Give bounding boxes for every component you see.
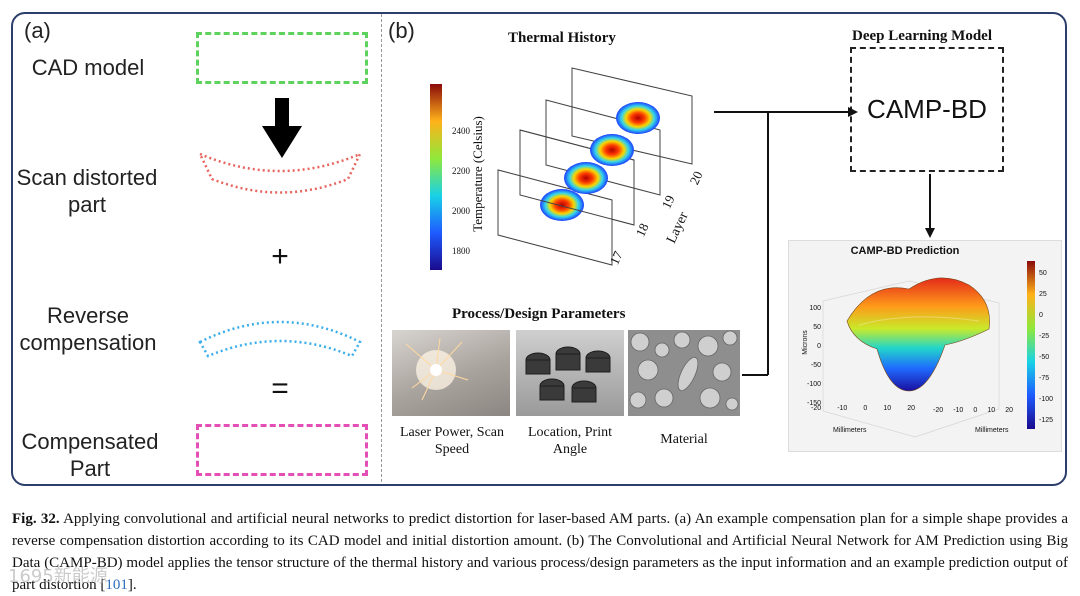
prediction-plot: CAMP-BD Prediction [788,240,1062,452]
colorbar-tick: 50 [1039,270,1047,277]
colorbar-tick: -75 [1039,375,1050,382]
z-tick: -150 [807,400,822,407]
figure-caption: Fig. 32. Applying convolutional and arti… [12,508,1068,596]
z-tick: 0 [817,343,821,350]
z-tick: -100 [807,381,822,388]
y-tick: 10 [987,407,996,414]
colorbar-tick: -25 [1039,333,1050,340]
colorbar-tick: 2400 [452,126,470,136]
colorbar-tick: 25 [1039,291,1047,298]
deep-learning-title: Deep Learning Model [852,28,992,44]
process-params-title: Process/Design Parameters [452,306,626,322]
y-tick: -20 [933,407,944,414]
prediction-colorbar-ticks: 50 25 0 -25 -50 -75 -100 -125 [1039,263,1053,431]
laser-photo [392,330,510,416]
laser-caption: Laser Power, Scan Speed [399,425,504,457]
colorbar-tick: 2000 [452,206,470,216]
temperature-colorbar [430,84,442,270]
colorbar-tick: 1800 [452,246,470,256]
z-tick: -50 [810,362,821,369]
panel-a-label: (a) [24,18,51,43]
camp-bd-model-box: CAMP-BD [850,47,1004,172]
x-tick: -10 [837,405,848,412]
colorbar-ticks: 2400 2200 2000 1800 [452,111,482,271]
x-tick: -20 [811,405,822,412]
compensated-part-shape [196,424,368,476]
colorbar-tick: -50 [1039,354,1050,361]
panel-divider [381,14,382,482]
x-axis-label: Millimeters [833,427,867,434]
colorbar-tick: 0 [1039,312,1043,319]
x-ticks: -20 -10 0 10 20 [811,405,915,412]
scan-distorted-label: Scan distorted part [16,165,158,217]
x-tick: 10 [883,405,892,412]
colorbar-tick: 2200 [452,166,470,176]
z-ticks: 100 50 0 -50 -100 -150 [807,299,821,413]
cad-model-shape [196,32,368,84]
caption-ref-open: [ [100,577,106,593]
y-tick: -10 [953,407,964,414]
caption-text: Applying convolutional and artificial ne… [12,511,1068,593]
material-caption: Material [660,432,708,447]
plus-sign: + [271,240,289,273]
z-tick: 50 [813,324,821,331]
location-caption: Location, Print Angle [528,425,612,457]
y-axis-label: Millimeters [975,427,1009,434]
prediction-title: CAMP-BD Prediction [850,245,960,257]
location-photo [516,330,624,416]
cad-model-label: CAD model [31,55,145,80]
thermal-history-graphic [430,67,693,270]
material-photo [628,330,740,416]
colorbar-tick: -125 [1039,417,1054,424]
thermal-history-title: Thermal History [508,30,616,46]
flow-connectors [714,107,935,376]
citation-link[interactable]: 101 [105,577,128,593]
y-tick: 20 [1005,407,1013,414]
caption-ref-close: ]. [127,577,137,593]
colorbar-tick: -100 [1039,396,1054,403]
x-tick: 20 [907,405,915,412]
figure-number: Fig. 32. [12,511,60,527]
down-arrow-icon [262,98,302,158]
camp-bd-label: CAMP-BD [867,94,987,124]
x-tick: 0 [863,405,868,412]
equals-sign: = [271,372,289,405]
y-tick: 0 [973,407,978,414]
panel-b-label: (b) [388,18,415,43]
y-ticks: -20 -10 0 10 20 [933,407,1013,414]
watermark: 1695新能源 [8,566,108,587]
z-tick: 100 [809,305,821,312]
reverse-compensation-label: Reverse compensation [19,303,157,355]
compensated-part-label: Compensated Part [21,429,159,481]
scan-distorted-shape [197,151,363,194]
